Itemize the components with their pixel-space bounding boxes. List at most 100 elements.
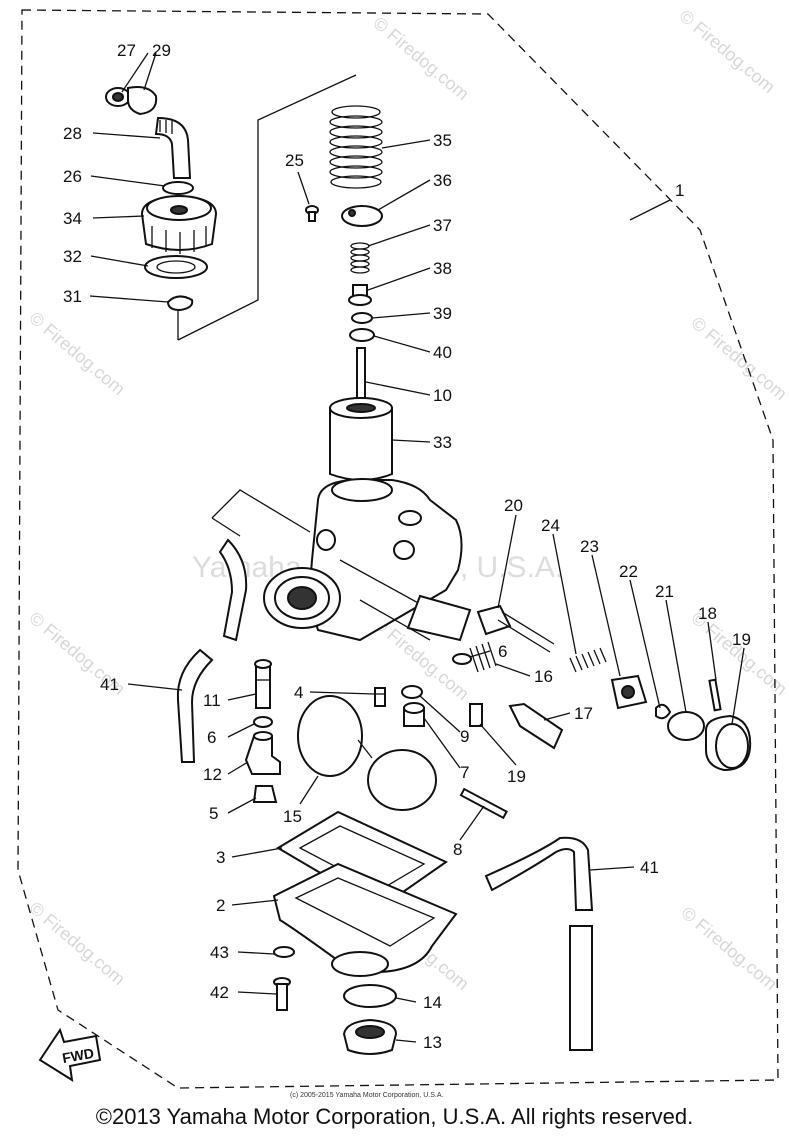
label-26: 25	[285, 151, 304, 170]
part-float-valve-19	[469, 703, 483, 727]
part-spring-35	[329, 105, 383, 189]
label-30: 29	[152, 41, 171, 60]
label-27: 26	[63, 167, 82, 186]
watermark-site: © Firedog.com	[369, 13, 472, 104]
label-21: 20	[504, 496, 523, 515]
watermark-site: © Firedog.com	[25, 308, 128, 399]
part-screw-42	[273, 977, 291, 1011]
part-washer-27	[162, 181, 194, 195]
part-plug-13	[342, 1018, 398, 1055]
label-41-right: 41	[640, 858, 659, 877]
label-35: 35	[433, 131, 452, 150]
part-washer-40	[349, 328, 375, 342]
part-throttle-valve-33	[329, 397, 393, 481]
part-plunger-22	[667, 711, 705, 741]
label-13: 13	[423, 1033, 442, 1052]
label-29: 28	[63, 124, 82, 143]
copyright-footer: ©2013 Yamaha Motor Corporation, U.S.A. A…	[95, 1104, 694, 1129]
label-3: 3	[216, 848, 225, 867]
part-cap-20	[705, 714, 752, 772]
watermark-site: © Firedog.com	[687, 313, 789, 404]
part-oring-6a	[253, 716, 273, 728]
part-clip-23	[655, 703, 672, 720]
label-16: 16	[534, 667, 553, 686]
part-cap-28-30	[105, 86, 158, 116]
part-plate-36	[341, 205, 383, 227]
part-tube-41-top	[218, 538, 248, 642]
label-40: 40	[433, 343, 452, 362]
part-float-15	[297, 695, 437, 811]
label-39: 39	[433, 304, 452, 323]
watermark-site: © Firedog.com	[675, 6, 778, 97]
label-38: 38	[433, 259, 452, 278]
part-cap-34	[140, 194, 218, 254]
part-labels: 27 29 28 26 34 32 31 25 35 36 37 38 39 4…	[63, 41, 751, 1052]
part-pin-8	[459, 787, 508, 820]
part-gasket-32	[144, 255, 208, 279]
part-spring-25	[569, 647, 607, 673]
part-pilot-screw-17	[508, 702, 564, 750]
part-needle-valve-7	[403, 702, 425, 727]
part-tube-29	[154, 116, 192, 179]
leader-lines	[89, 52, 745, 1043]
label-12: 12	[203, 765, 222, 784]
label-18: 18	[698, 604, 717, 623]
part-oring-6b	[452, 653, 472, 665]
label-8: 8	[453, 840, 462, 859]
label-37: 37	[433, 216, 452, 235]
part-washer-43	[273, 946, 295, 958]
part-clip-39	[351, 312, 373, 324]
fwd-label: FWD	[61, 1045, 95, 1066]
label-4: 4	[294, 683, 303, 702]
part-pin-18	[708, 678, 722, 712]
part-carb-body	[263, 478, 472, 642]
watermark-site: © Firedog.com	[677, 903, 780, 994]
label-9: 9	[460, 727, 469, 746]
label-6-left: 6	[207, 728, 216, 747]
part-jet-holder-12	[244, 731, 281, 775]
label-33: 33	[433, 433, 452, 452]
label-14: 14	[423, 993, 442, 1012]
label-42: 42	[210, 983, 229, 1002]
label-25: 24	[541, 516, 560, 535]
part-holder-38	[348, 284, 372, 306]
label-28: 27	[117, 41, 136, 60]
label-36: 36	[433, 171, 452, 190]
part-tube-41-right	[484, 836, 594, 1051]
part-tube-41-left	[176, 648, 214, 763]
label-7: 7	[460, 763, 469, 782]
label-5: 5	[209, 804, 218, 823]
part-clip-31	[166, 295, 194, 312]
part-nut-24	[610, 674, 648, 710]
assembly-boundary	[17, 9, 779, 1089]
label-43: 43	[210, 943, 229, 962]
label-23: 22	[619, 562, 638, 581]
label-2: 2	[216, 896, 225, 915]
label-20: 19	[732, 630, 751, 649]
label-34: 34	[63, 209, 82, 228]
label-24: 23	[580, 537, 599, 556]
label-10: 10	[433, 386, 452, 405]
part-needle-jet-11	[254, 659, 272, 709]
part-screw-21	[476, 604, 555, 653]
label-6-right: 6	[498, 642, 507, 661]
label-41-left: 41	[100, 675, 119, 694]
fwd-arrow-icon: FWD	[38, 1027, 102, 1082]
copyright-small: (c) 2005-2015 Yamaha Motor Corporation, …	[290, 1092, 443, 1099]
label-11: 11	[203, 691, 221, 710]
body-bracket	[211, 489, 311, 537]
part-pilot-jet-4	[374, 687, 386, 707]
label-32: 32	[63, 247, 82, 266]
label-31: 31	[63, 287, 82, 306]
label-22: 21	[655, 582, 674, 601]
part-screw-26	[305, 205, 319, 222]
watermark-site: © Firedog.com	[25, 898, 128, 989]
label-19: 19	[507, 767, 526, 786]
part-washer-9	[401, 685, 423, 699]
part-main-jet-5	[252, 785, 278, 803]
part-spring-37	[350, 242, 370, 274]
part-oring-14	[343, 984, 397, 1008]
label-15: 15	[283, 807, 302, 826]
part-float-bowl-2	[272, 862, 458, 977]
